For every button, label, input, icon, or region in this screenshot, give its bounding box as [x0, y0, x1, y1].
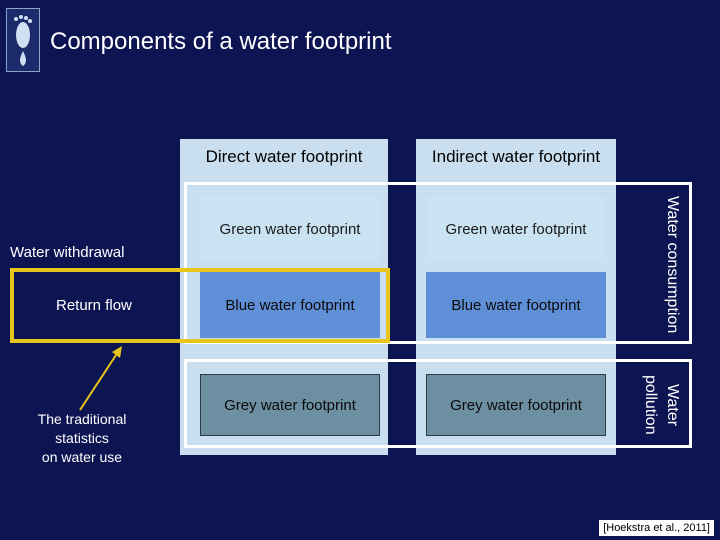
footprint-logo-icon: [6, 8, 40, 72]
water-pollution-label: Water pollution: [642, 375, 681, 435]
indirect-blue-cell: Blue water footprint: [426, 272, 606, 338]
page-title: Components of a water footprint: [50, 28, 392, 55]
consumption-frame: [184, 182, 692, 344]
traditional-line-2: statistics: [55, 430, 109, 446]
indirect-green-cell: Green water footprint: [426, 196, 606, 262]
indirect-column-header: Indirect water footprint: [431, 147, 601, 166]
indirect-grey-cell: Grey water footprint: [426, 374, 606, 436]
direct-green-cell: Green water footprint: [200, 196, 380, 262]
return-flow-label: Return flow: [56, 297, 132, 314]
direct-grey-cell: Grey water footprint: [200, 374, 380, 436]
traditional-line-1: The traditional: [37, 411, 127, 427]
direct-blue-cell: Blue water footprint: [200, 272, 380, 338]
water-consumption-label: Water consumption: [664, 196, 681, 334]
citation: [Hoekstra et al., 2011]: [599, 520, 714, 536]
direct-column-header: Direct water footprint: [205, 147, 363, 166]
withdrawal-highlight-frame: [10, 268, 390, 343]
traditional-statistics-label: The traditional statistics on water use: [28, 410, 136, 467]
arrow-up-icon: [79, 346, 122, 411]
pollution-frame: [184, 359, 692, 448]
traditional-line-3: on water use: [41, 449, 123, 465]
water-withdrawal-label: Water withdrawal: [10, 244, 125, 261]
